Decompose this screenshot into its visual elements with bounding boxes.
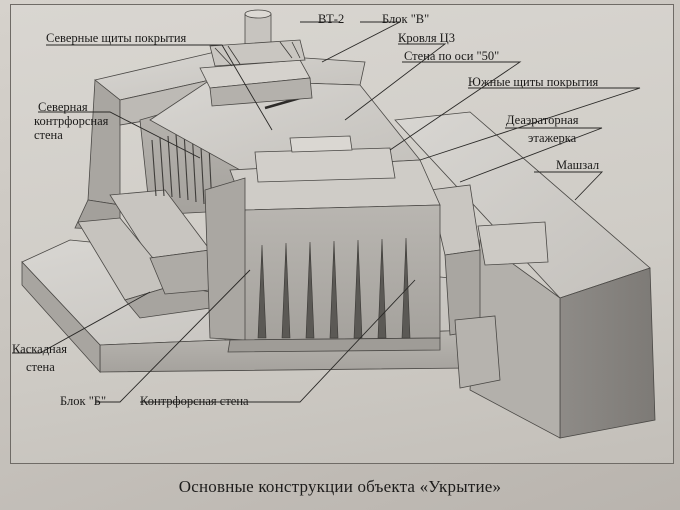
label-block-v: Блок "В" — [382, 12, 430, 26]
label-north-shields: Северные щиты покрытия — [46, 31, 187, 45]
label-vt2: ВТ-2 — [318, 12, 345, 26]
label-south-shields: Южные щиты покрытия — [468, 75, 599, 89]
label-roof-ts3: Кровля Ц3 — [398, 31, 455, 45]
label-deaerator-1: Деаэраторная — [506, 113, 579, 127]
label-machine-hall: Машзал — [556, 158, 600, 172]
label-buttress-wall: Контрфорсная стена — [140, 394, 249, 408]
label-cascade-1: Каскадная — [12, 342, 68, 356]
label-deaerator-2: этажерка — [528, 131, 577, 145]
label-cascade-2: стена — [26, 360, 55, 374]
figure-caption: Основные конструкции объекта «Укрытие» — [178, 477, 502, 496]
label-wall-axis-50: Стена по оси "50" — [404, 49, 500, 63]
machine-hall-block — [394, 111, 656, 439]
leader-lines — [12, 21, 641, 403]
block-v-and-vt2 — [199, 9, 313, 107]
label-north-buttress-3: стена — [34, 128, 63, 142]
label-north-buttress-1: Северная — [38, 100, 88, 114]
label-north-buttress-2: контрфорсная — [34, 114, 109, 128]
deaerator-stack-block — [429, 184, 549, 389]
label-block-b: Блок "Б" — [60, 394, 107, 408]
